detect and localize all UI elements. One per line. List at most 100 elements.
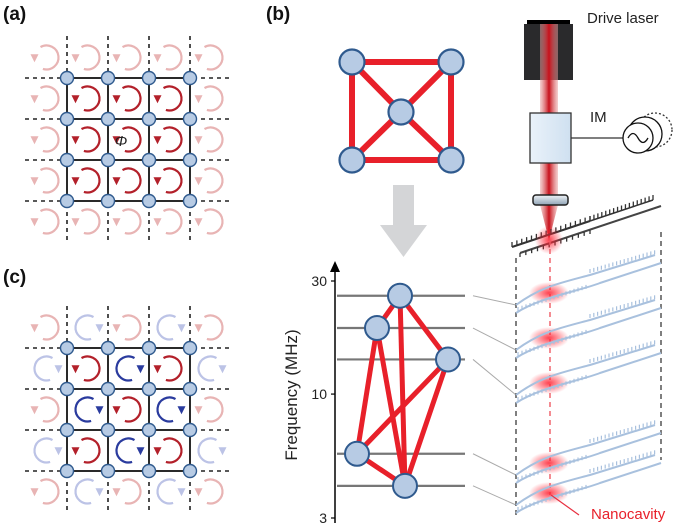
signal-generator-icon [622,112,673,154]
loop-arc [39,478,60,505]
mode-node [437,146,465,174]
mode-node [344,440,370,467]
loop-arc [121,126,142,153]
loop-arrowhead-icon [153,95,162,104]
coupling-edge [402,358,451,487]
axis-tick-label: 3 [319,510,327,526]
loop-arrowhead-icon [194,177,203,186]
mode-pointer-line [472,359,517,396]
loop-arrowhead-icon [177,406,186,415]
loop-arc [203,167,224,194]
lattice-site [182,340,198,356]
loop-arrowhead-icon [30,218,39,227]
loop-arc [121,478,142,505]
loop-arc [203,126,224,153]
coupling-edge [355,357,450,456]
focused-beam [540,205,558,240]
lattice-site [182,152,198,168]
loop-arc [74,314,95,341]
coupling-edge [397,295,408,486]
objective-lens [532,194,569,206]
lattice-site [182,70,198,86]
waveguide-rail [515,262,662,314]
loop-arc [80,126,101,153]
lattice-site [59,422,75,438]
panel-label-c: (c) [3,267,26,288]
loop-arc [115,437,136,464]
mode-glow [529,282,569,304]
lattice-site [141,463,157,479]
mode-node [338,146,366,174]
modulator-label: IM [590,109,607,126]
lattice-c [25,306,232,513]
lattice-site [59,152,75,168]
laser-spot [535,226,563,254]
transform-arrow-icon [380,185,427,257]
coupling-edge [374,327,408,487]
loop-arc [156,396,177,423]
lattice-site [182,111,198,127]
lattice-site [100,463,116,479]
loop-arc [115,355,136,382]
loop-arc [39,167,60,194]
loop-arc [162,208,183,235]
lattice-site [59,70,75,86]
lattice-site [59,381,75,397]
loop-arrowhead-icon [177,324,186,333]
loop-arrowhead-icon [153,365,162,374]
loop-arc [39,396,60,423]
mode-pointer-line [472,485,517,506]
loop-arrowhead-icon [30,324,39,333]
loop-arc [121,396,142,423]
loop-arrowhead-icon [112,136,121,145]
loop-arrowhead-icon [112,177,121,186]
loop-arc [80,355,101,382]
loop-arc [162,437,183,464]
loop-arc [203,396,224,423]
loop-arc [197,437,218,464]
mode-pointer-line [472,453,517,476]
lattice-site [182,422,198,438]
loop-arc [80,44,101,71]
loop-arc [121,44,142,71]
mode-pointer-line [472,295,517,306]
waveguide-rail [515,462,662,514]
lattice-site [100,111,116,127]
mode-profile [515,420,662,484]
axis-label: Frequency (MHz) [282,329,301,460]
mode-glow [529,327,569,349]
waveguide-rail [515,454,656,506]
loop-arrowhead-icon [71,54,80,63]
loop-arc [203,85,224,112]
loop-arc [39,44,60,71]
loop-arc [74,478,95,505]
panel-label-a: (a) [3,4,26,25]
loop-arrowhead-icon [54,447,63,456]
loop-arrowhead-icon [71,218,80,227]
lattice-site [100,381,116,397]
loop-arrowhead-icon [153,177,162,186]
panel-label-b: (b) [266,4,290,25]
loop-arrowhead-icon [194,324,203,333]
lattice-site [182,193,198,209]
lattice-site [182,463,198,479]
loop-arrowhead-icon [112,95,121,104]
loop-arc [203,44,224,71]
lattice-site [182,381,198,397]
lattice-site [59,463,75,479]
lattice-site [141,340,157,356]
mode-node [435,346,461,373]
lattice-site [100,193,116,209]
loop-arc [74,396,95,423]
mode-profiles [515,250,662,514]
loop-arc [121,85,142,112]
loop-arrowhead-icon [194,488,203,497]
waveguide-rail [515,307,662,359]
mode-profile [515,250,662,314]
nanocavity-pointer [550,494,580,516]
flux-symbol: Φ [115,133,128,150]
coupling-edge [354,327,380,455]
drive-laser [524,20,573,80]
loop-arc [39,314,60,341]
